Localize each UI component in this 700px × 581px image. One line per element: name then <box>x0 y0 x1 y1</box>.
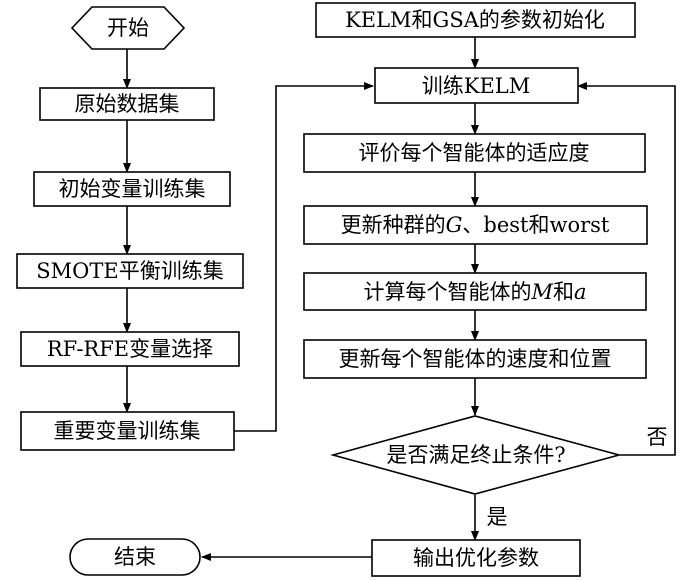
smote-balanced-set-label: SMOTE平衡训练集 <box>36 259 223 283</box>
train-kelm-label: 训练KELM <box>422 74 530 98</box>
output-params-label: 输出优化参数 <box>413 546 539 570</box>
important-training-set-label: 重要变量训练集 <box>54 419 201 443</box>
update-population-prefix: 更新种群的 <box>341 213 446 237</box>
arrow-no-loop-to-train <box>577 82 676 456</box>
rf-rfe-selection-box: RF-RFE变量选择 <box>20 331 240 367</box>
evaluate-fitness-box: 评价每个智能体的适应度 <box>303 133 646 173</box>
important-training-set-box: 重要变量训练集 <box>20 411 235 451</box>
start-label: 开始 <box>107 16 149 40</box>
output-params-box: 输出优化参数 <box>371 539 581 577</box>
compute-m-a-prefix: 计算每个智能体的 <box>363 280 531 304</box>
update-velocity-position-label: 更新每个智能体的速度和位置 <box>339 347 612 371</box>
arrow-important-to-train <box>234 82 374 432</box>
init-params-label: KELM和GSA的参数初始化 <box>345 8 605 32</box>
compute-a-symbol: a <box>574 280 587 304</box>
train-kelm-box: 训练KELM <box>374 67 579 104</box>
start-node: 开始 <box>70 6 186 50</box>
update-velocity-position-box: 更新每个智能体的速度和位置 <box>303 339 647 379</box>
termination-check-diamond: 是否满足终止条件? <box>329 415 623 495</box>
connectors <box>123 37 676 561</box>
update-population-box: 更新种群的G、best和worst <box>303 205 648 245</box>
compute-m-a-label: 计算每个智能体的M和a <box>363 280 586 304</box>
raw-dataset-label: 原始数据集 <box>75 92 180 116</box>
termination-check-label: 是否满足终止条件? <box>386 443 565 467</box>
end-node: 结束 <box>69 538 201 576</box>
update-population-g-symbol: G <box>446 213 463 237</box>
no-label: 否 <box>647 425 668 449</box>
evaluate-fitness-label: 评价每个智能体的适应度 <box>359 141 590 165</box>
compute-m-a-box: 计算每个智能体的M和a <box>303 272 647 311</box>
smote-balanced-set-box: SMOTE平衡训练集 <box>16 253 244 289</box>
update-population-suffix: 、best和worst <box>462 213 610 237</box>
yes-label: 是 <box>487 505 508 529</box>
initial-training-set-box: 初始变量训练集 <box>33 171 231 207</box>
raw-dataset-box: 原始数据集 <box>39 87 215 121</box>
initial-training-set-label: 初始变量训练集 <box>59 177 206 201</box>
end-label: 结束 <box>114 545 156 569</box>
rf-rfe-selection-label: RF-RFE变量选择 <box>47 337 213 361</box>
init-params-box: KELM和GSA的参数初始化 <box>315 2 636 38</box>
update-population-label: 更新种群的G、best和worst <box>341 213 610 237</box>
compute-m-a-conj: 和 <box>553 280 574 304</box>
compute-m-symbol: M <box>530 280 553 304</box>
